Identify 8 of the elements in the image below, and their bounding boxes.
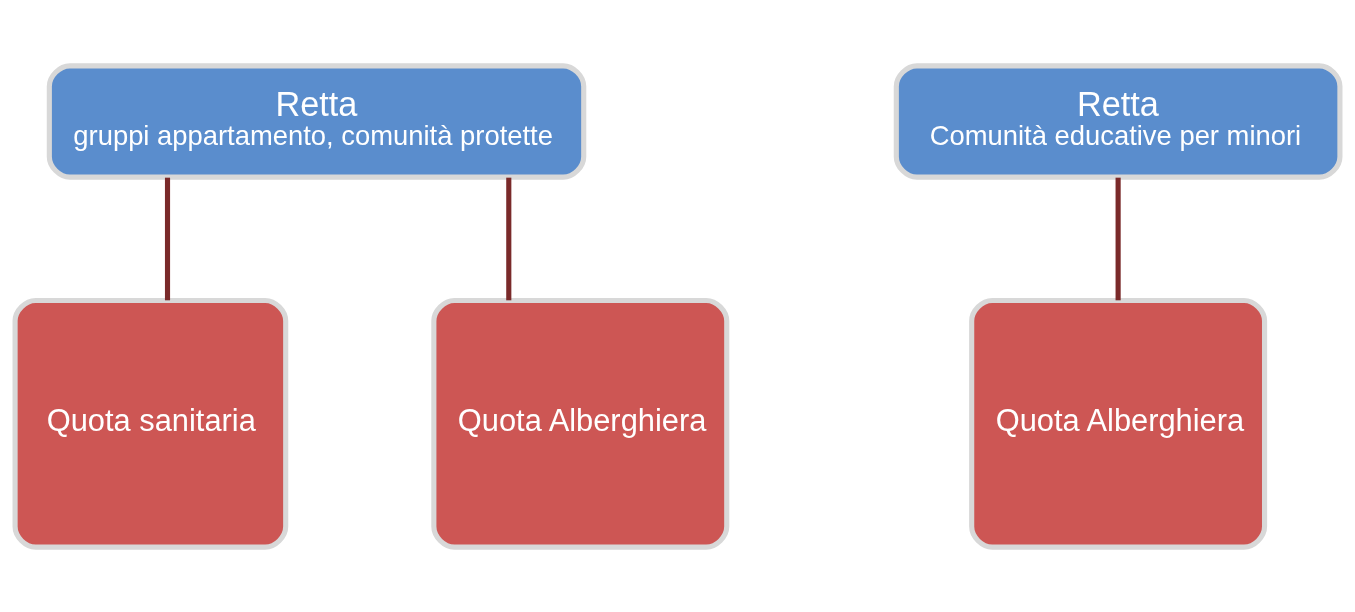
node-box: Retta gruppi appartamento, comunità protette [46, 62, 587, 180]
connector [164, 177, 171, 300]
node-box: Quota sanitaria [12, 297, 289, 550]
node-box: Quota Alberghiera [431, 297, 730, 550]
connector [506, 177, 512, 300]
connector [1115, 177, 1121, 300]
node-box: Retta Comunità educative per minori [893, 62, 1343, 180]
node-box: Quota Alberghiera [969, 297, 1268, 550]
